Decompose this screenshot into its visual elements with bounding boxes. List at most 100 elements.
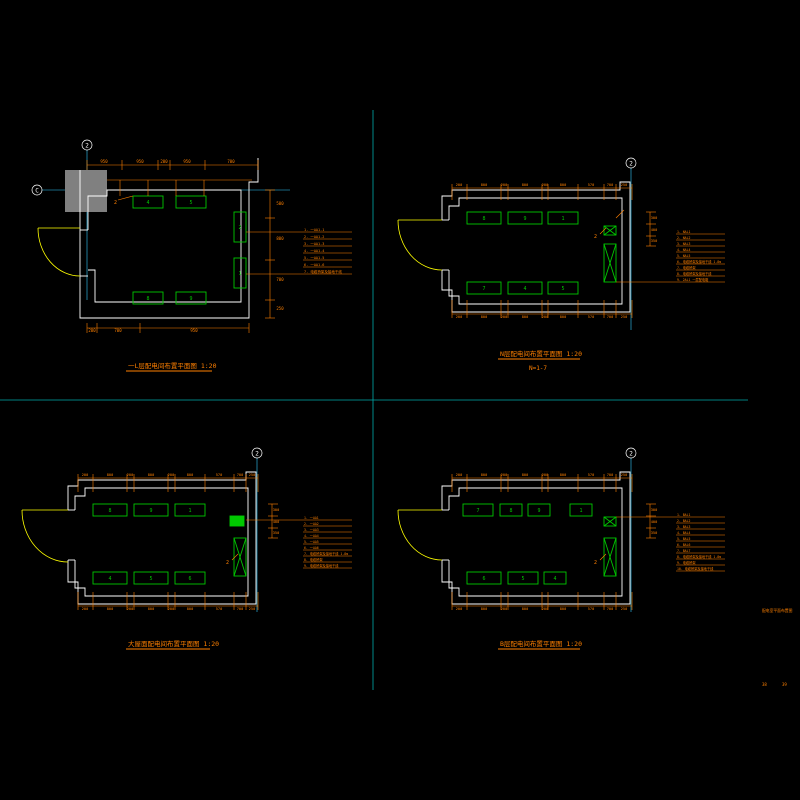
plan-4-door bbox=[397, 509, 443, 561]
svg-text:570: 570 bbox=[216, 607, 223, 611]
plan-4-grid-axis: 2 bbox=[625, 447, 637, 612]
svg-text:800: 800 bbox=[560, 183, 567, 187]
svg-text:1. BAL1: 1. BAL1 bbox=[677, 513, 691, 517]
svg-text:800: 800 bbox=[560, 315, 567, 319]
svg-text:3. BAL3: 3. BAL3 bbox=[677, 525, 691, 529]
svg-text:250: 250 bbox=[621, 473, 628, 477]
axis-bubble-row bbox=[31, 184, 43, 196]
svg-text:950: 950 bbox=[183, 159, 191, 164]
plan-3: 2 8 9 1 4 5 6 bbox=[21, 447, 352, 650]
cabinet bbox=[233, 257, 247, 289]
svg-text:800: 800 bbox=[481, 315, 488, 319]
svg-text:800: 800 bbox=[107, 607, 114, 611]
svg-text:9: 9 bbox=[523, 216, 526, 222]
svg-text:250: 250 bbox=[621, 315, 628, 319]
svg-text:5. NAL5: 5. NAL5 bbox=[677, 254, 691, 258]
page-number: 39 bbox=[782, 682, 787, 687]
svg-text:1. NAL1: 1. NAL1 bbox=[677, 230, 691, 234]
plan-2-dimensions bbox=[451, 184, 656, 318]
svg-text:2. 一AA1-2: 2. 一AA1-2 bbox=[304, 235, 324, 239]
svg-text:6. 一AA6: 6. 一AA6 bbox=[304, 546, 319, 550]
svg-text:200: 200 bbox=[168, 473, 175, 477]
svg-text:700: 700 bbox=[237, 607, 244, 611]
plan-2: 2 8 9 1 7 4 5 bbox=[397, 157, 725, 372]
plan-1-legend: 1. 一AA1-1 2. 一AA1-2 3. 一AA1-3 4. 一AA1-4 … bbox=[246, 228, 352, 275]
sheet-note: 配电室平面布置图 bbox=[762, 608, 793, 613]
svg-text:2: 2 bbox=[629, 161, 633, 168]
svg-text:570: 570 bbox=[588, 473, 595, 477]
svg-text:700: 700 bbox=[607, 607, 614, 611]
svg-text:350: 350 bbox=[651, 239, 658, 243]
plan-2-grid-axis: 2 bbox=[625, 157, 637, 330]
plan-1-dim-text: 950 950 200 950 700 200 700 950 500 800 … bbox=[88, 159, 284, 333]
svg-text:8: 8 bbox=[509, 508, 512, 514]
svg-text:4: 4 bbox=[523, 286, 526, 292]
svg-text:200: 200 bbox=[501, 607, 508, 611]
plan-3-dim-text: 200 800 200 800 200 800 570 700 250 200 … bbox=[82, 473, 280, 611]
svg-text:10. 电缆桥架及接地干线: 10. 电缆桥架及接地干线 bbox=[677, 566, 714, 571]
svg-text:570: 570 bbox=[588, 607, 595, 611]
svg-text:950: 950 bbox=[136, 159, 144, 164]
svg-text:6: 6 bbox=[482, 576, 485, 582]
svg-text:300: 300 bbox=[651, 216, 658, 220]
plan-1-dimensions bbox=[86, 160, 275, 333]
svg-text:7. 电缆桥架及接地干线: 7. 电缆桥架及接地干线 bbox=[304, 269, 342, 274]
svg-text:800: 800 bbox=[481, 183, 488, 187]
svg-text:800: 800 bbox=[560, 607, 567, 611]
svg-text:200: 200 bbox=[127, 607, 134, 611]
svg-text:950: 950 bbox=[100, 159, 108, 164]
svg-text:200: 200 bbox=[501, 183, 508, 187]
svg-text:700: 700 bbox=[607, 315, 614, 319]
svg-text:4. 一AA1-4: 4. 一AA1-4 bbox=[304, 249, 324, 253]
svg-text:400: 400 bbox=[273, 520, 280, 524]
svg-text:2: 2 bbox=[594, 234, 597, 240]
svg-text:7. 电缆桥架: 7. 电缆桥架 bbox=[677, 265, 696, 270]
svg-text:800: 800 bbox=[522, 473, 529, 477]
svg-text:500: 500 bbox=[276, 201, 284, 206]
plan-1-walls bbox=[79, 158, 259, 319]
svg-text:300: 300 bbox=[273, 508, 280, 512]
plan-4-cabinets bbox=[462, 503, 617, 585]
svg-text:9. 2AL1 一层配电箱: 9. 2AL1 一层配电箱 bbox=[677, 277, 709, 282]
svg-text:1. 一AA1: 1. 一AA1 bbox=[304, 516, 319, 520]
svg-text:4. 一AA4: 4. 一AA4 bbox=[304, 534, 319, 538]
svg-text:7. BAL7: 7. BAL7 bbox=[677, 549, 691, 553]
plan-4-walls bbox=[441, 471, 631, 605]
svg-text:1: 1 bbox=[238, 271, 241, 277]
plan-4-pointer: 2 bbox=[594, 553, 607, 566]
svg-text:250: 250 bbox=[621, 607, 628, 611]
svg-text:9: 9 bbox=[537, 508, 540, 514]
svg-text:200: 200 bbox=[456, 315, 463, 319]
svg-text:800: 800 bbox=[276, 236, 284, 241]
plan-title: N层配电间布置平面图 1:20 bbox=[500, 349, 582, 358]
svg-text:3. NAL3: 3. NAL3 bbox=[677, 242, 691, 246]
plan-3-grid-axis: 2 bbox=[251, 447, 263, 612]
page-number: 38 bbox=[762, 682, 767, 687]
plan-3-dimensions bbox=[77, 474, 278, 610]
svg-text:1. 一AA1-1: 1. 一AA1-1 bbox=[304, 228, 324, 232]
svg-text:200: 200 bbox=[456, 607, 463, 611]
plan-2-walls bbox=[441, 181, 631, 313]
plan-3-walls bbox=[67, 471, 257, 605]
svg-text:4: 4 bbox=[553, 576, 556, 582]
svg-text:4. NAL4: 4. NAL4 bbox=[677, 248, 691, 252]
cabinet bbox=[175, 195, 207, 209]
svg-text:3. 一AA3: 3. 一AA3 bbox=[304, 528, 319, 532]
svg-text:5. 一AA5: 5. 一AA5 bbox=[304, 540, 319, 544]
plan-2-door bbox=[397, 219, 443, 271]
svg-text:1: 1 bbox=[579, 508, 582, 514]
svg-text:200: 200 bbox=[456, 183, 463, 187]
svg-text:6. BAL6: 6. BAL6 bbox=[677, 543, 691, 547]
svg-text:700: 700 bbox=[607, 473, 614, 477]
svg-text:1: 1 bbox=[188, 508, 191, 514]
svg-text:200: 200 bbox=[542, 473, 549, 477]
plan-2-cabinets bbox=[466, 211, 617, 295]
svg-text:200: 200 bbox=[456, 473, 463, 477]
svg-text:800: 800 bbox=[522, 183, 529, 187]
svg-text:9. 电缆桥架: 9. 电缆桥架 bbox=[677, 560, 696, 565]
svg-text:400: 400 bbox=[651, 520, 658, 524]
plan-2-cabinet-labels: 8 9 1 7 4 5 bbox=[482, 216, 564, 292]
svg-text:800: 800 bbox=[522, 315, 529, 319]
svg-text:8: 8 bbox=[108, 508, 111, 514]
svg-text:2: 2 bbox=[255, 451, 259, 458]
